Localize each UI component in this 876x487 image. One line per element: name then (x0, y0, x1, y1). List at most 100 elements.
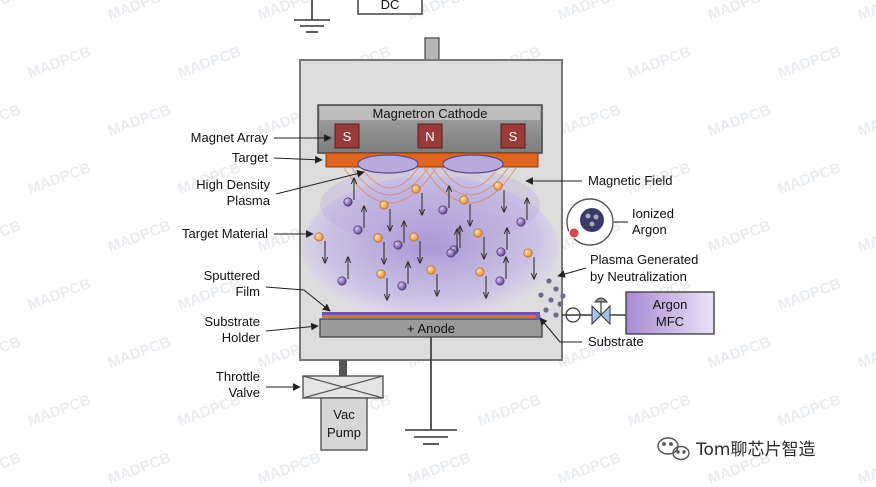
watermark-text: MADPCB (0, 217, 23, 256)
sputtered-atom (379, 200, 389, 210)
neutral-argon-dot (546, 278, 552, 284)
high-density-plasma-label-1: High Density (196, 177, 270, 192)
high-density-plasma-leader (275, 169, 365, 195)
substrate-holder-label-1: Substrate (204, 314, 260, 329)
target-leader (273, 155, 323, 164)
argon-mfc-label-2: MFC (656, 314, 684, 329)
argon-ion (446, 248, 456, 258)
sputtered-atom (426, 265, 436, 275)
neutral-argon-dot (560, 293, 566, 299)
dc-power-box (357, 0, 423, 15)
wechat-account-name: Tom聊芯片智造 (695, 440, 815, 460)
argon-dot-1 (585, 213, 591, 219)
watermark-text: MADPCB (856, 333, 876, 372)
plasma-generated-label-2: by Neutralization (590, 269, 687, 284)
ionized-argon-label-2: Argon (632, 222, 667, 237)
substrate-holder-leader (265, 322, 319, 332)
magnet-array-label: Magnet Array (191, 130, 269, 145)
magnet-s-right-label: S (509, 129, 518, 144)
argon-plus-charge (568, 227, 580, 239)
watermark-text: MADPCB (856, 101, 876, 140)
substrate-holder-label-2: Holder (222, 330, 261, 345)
argon-ion (438, 205, 448, 215)
argon-ion (337, 276, 347, 286)
sputtered-atom (473, 228, 483, 238)
throttle-valve-label-2: Valve (228, 385, 260, 400)
magnetron-cathode-header (320, 106, 540, 120)
vac-pump (320, 397, 368, 451)
magnetron-cathode-label: Magnetron Cathode (373, 106, 488, 121)
argon-nucleus (580, 208, 604, 232)
watermark-text: MADPCB (0, 101, 23, 140)
watermark-text: MADPCB (706, 333, 774, 372)
plasma-cloud (302, 176, 558, 320)
watermark-text: MADPCB (856, 217, 876, 256)
neutral-argon-dot (538, 292, 544, 298)
plasma-generated-label-1: Plasma Generated (590, 252, 698, 267)
argon-ion (496, 247, 506, 257)
watermark-text: MADPCB (556, 101, 624, 140)
magnet-n-label: N (425, 129, 434, 144)
substrate-leader (539, 317, 582, 343)
watermark-text: MADPCB (776, 391, 844, 430)
substrate-label: Substrate (588, 334, 644, 349)
watermark-text: MADPCB (406, 449, 474, 487)
argon-ion (343, 197, 353, 207)
erosion-plasma-left (357, 154, 419, 174)
watermark-text: MADPCB (106, 449, 174, 487)
watermark-text: MADPCB (106, 0, 174, 24)
watermark-text: MADPCB (0, 0, 23, 24)
argon-ion (397, 281, 407, 291)
watermark-text: MADPCB (706, 0, 774, 24)
watermark-text: MADPCB (856, 0, 876, 24)
watermark-text: MADPCB (626, 43, 694, 82)
sputtered-film-orange (322, 315, 540, 318)
watermark-text: MADPCB (26, 159, 94, 198)
magnet-n (417, 123, 443, 149)
watermark-text: MADPCB (556, 449, 624, 487)
argon-mfc-label-1: Argon (653, 297, 688, 312)
argon-dot-3 (589, 221, 595, 227)
vac-pump-label-2: Pump (327, 425, 361, 440)
wechat-icon (657, 437, 690, 461)
watermark-text: MADPCB (176, 43, 244, 82)
watermark-text: MADPCB (776, 43, 844, 82)
throttle-valve-label-1: Throttle (216, 369, 260, 384)
plasma-cloud-upper (320, 165, 540, 245)
dc-label: DC (381, 0, 400, 12)
argon-ion (353, 225, 363, 235)
watermark-text: MADPCB (776, 159, 844, 198)
watermark-text: MADPCB (476, 391, 544, 430)
sputtered-atom (475, 267, 485, 277)
magnet-s-right (500, 123, 526, 149)
particle-layer (314, 178, 534, 300)
erosion-plasma-right (442, 154, 504, 174)
sputtered-atom (409, 232, 419, 242)
watermark-text: MADPCB (776, 275, 844, 314)
top-ground-symbol (294, 0, 330, 33)
watermark-text: MADPCB (0, 449, 23, 487)
neutral-argon-dot (548, 297, 554, 303)
argon-dot-2 (593, 214, 599, 220)
watermark-text: MADPCB (26, 43, 94, 82)
argon-ion (516, 217, 526, 227)
watermark-text: MADPCB (0, 333, 23, 372)
sputtered-film-label-1: Sputtered (204, 268, 260, 283)
magnet-s-left-label: S (343, 129, 352, 144)
watermark-text: MADPCB (556, 0, 624, 24)
neutral-argon-dot (543, 307, 549, 313)
neutral-argon-dots (535, 278, 566, 320)
watermark-text: MADPCB (106, 217, 174, 256)
argon-mfc (625, 291, 715, 335)
sputtered-atom (523, 248, 533, 258)
magnetic-field-label: Magnetic Field (588, 173, 673, 188)
sputtered-atom (411, 184, 421, 194)
vac-pump-label-1: Vac (333, 407, 355, 422)
anode-ground-symbol (405, 337, 457, 445)
neutral-argon-dot (557, 301, 563, 307)
target-label: Target (232, 150, 269, 165)
watermark-text: MADPCB (256, 449, 324, 487)
sputtered-atom (376, 269, 386, 279)
sputtered-atom (373, 233, 383, 243)
